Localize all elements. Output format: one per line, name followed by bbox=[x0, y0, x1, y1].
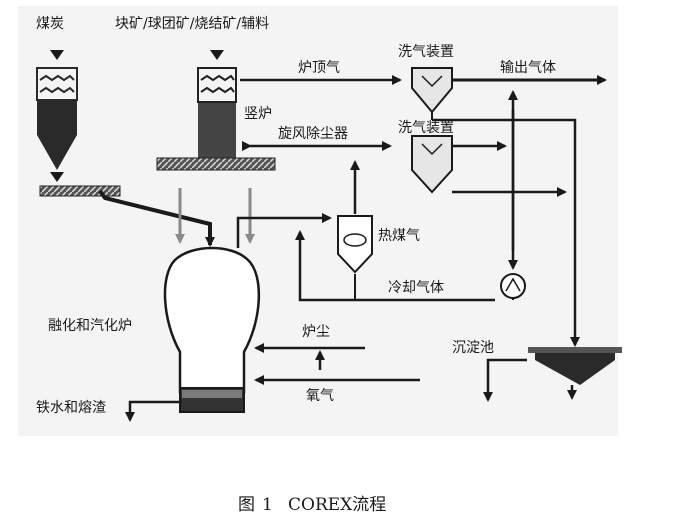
label-output-gas: 输出气体 bbox=[500, 60, 556, 76]
caption-number: 1 bbox=[262, 495, 273, 515]
label-hot-gas: 热煤气 bbox=[378, 228, 420, 244]
label-iron-slag: 铁水和熔渣 bbox=[36, 400, 106, 416]
label-settling-tank: 沉淀池 bbox=[452, 340, 494, 356]
label-oxygen: 氧气 bbox=[306, 388, 334, 404]
diagram-background bbox=[18, 6, 618, 436]
caption-title: COREX流程 bbox=[288, 495, 386, 515]
label-ore: 块矿/球团矿/烧结矿/辅料 bbox=[115, 16, 269, 32]
coal-conveyor bbox=[39, 185, 121, 197]
label-scrubber-1: 洗气装置 bbox=[398, 44, 454, 60]
coal-hopper bbox=[36, 50, 78, 182]
label-cyclone: 旋风除尘器 bbox=[278, 126, 348, 142]
melter-gasifier bbox=[163, 246, 261, 413]
label-shaft-furnace: 竖炉 bbox=[244, 106, 272, 122]
scrubber-1 bbox=[411, 67, 453, 120]
label-melter-gasifier: 融化和汽化炉 bbox=[48, 318, 132, 334]
label-coal: 煤炭 bbox=[36, 16, 64, 32]
label-scrubber-2: 洗气装置 bbox=[398, 120, 454, 136]
caption-prefix: 图 bbox=[238, 495, 255, 515]
label-top-gas: 炉顶气 bbox=[298, 60, 340, 76]
label-dust: 炉尘 bbox=[302, 324, 330, 340]
shaft-furnace bbox=[197, 50, 237, 170]
scrubber-2 bbox=[411, 135, 453, 194]
label-cooling-gas: 冷却气体 bbox=[388, 280, 444, 296]
shaft-conveyor bbox=[156, 157, 276, 171]
settling-tank bbox=[528, 347, 622, 385]
hot-gas-cyclone bbox=[337, 215, 373, 274]
